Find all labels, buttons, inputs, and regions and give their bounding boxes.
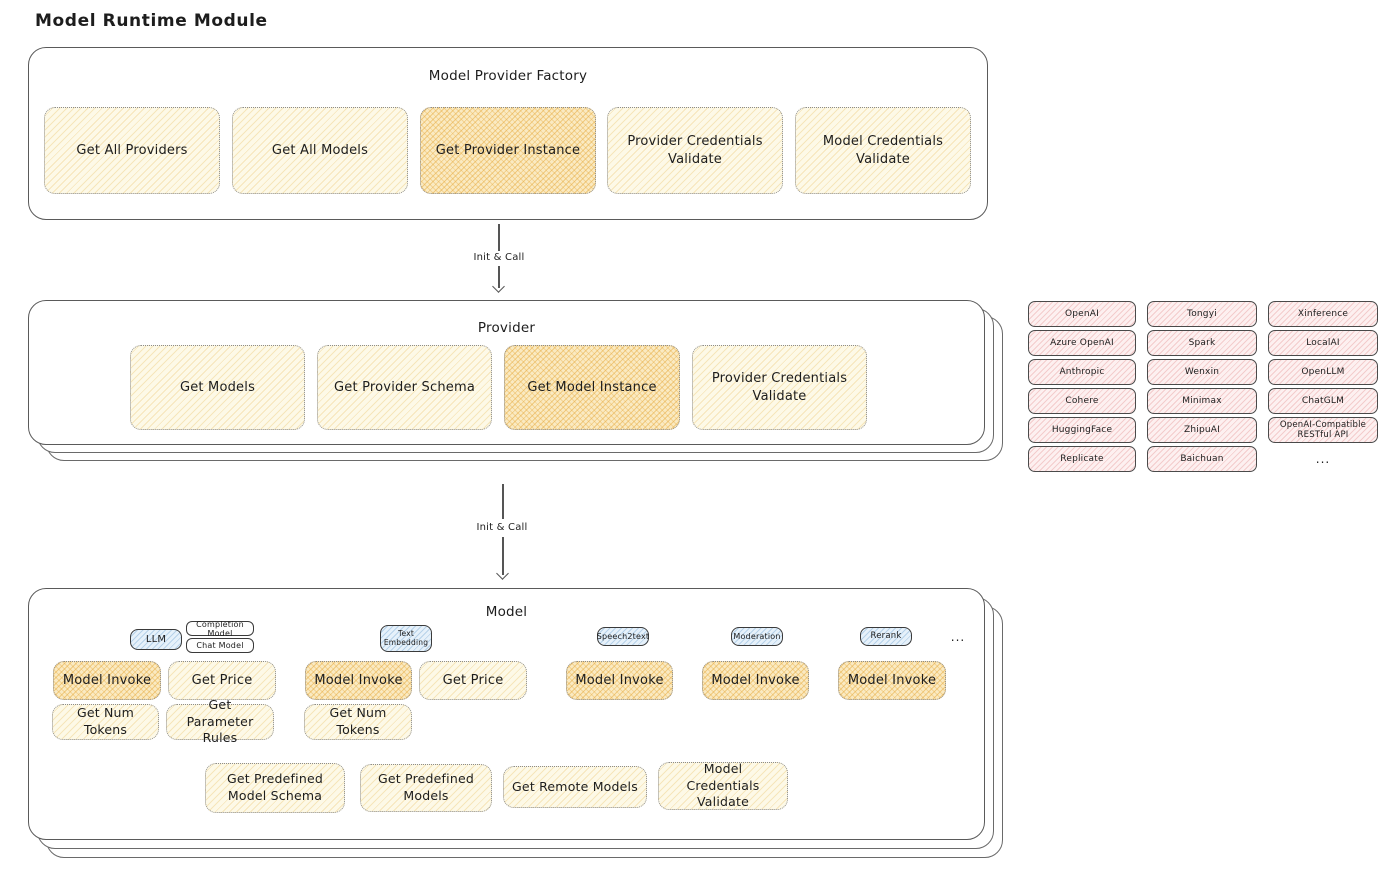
node-embedding-model-invoke: Model Invoke — [305, 661, 412, 700]
node-get-model-instance: Get Model Instance — [504, 345, 680, 430]
tab-moderation: Moderation — [731, 627, 783, 646]
node-moderation-model-invoke: Model Invoke — [702, 661, 809, 700]
node-get-provider-instance: Get Provider Instance — [420, 107, 596, 194]
provider-pill-replicate: Replicate — [1028, 446, 1136, 472]
node-get-predefined-models: Get Predefined Models — [360, 764, 492, 812]
node-get-remote-models: Get Remote Models — [503, 766, 647, 808]
arrow-provider-to-model-line-bottom — [502, 537, 504, 575]
provider-pill-spark: Spark — [1147, 330, 1257, 356]
tab-speech2text: Speech2text — [597, 627, 649, 646]
node-provider-credentials-validate: Provider Credentials Validate — [692, 345, 867, 430]
tab-text-embedding: Text Embedding — [380, 625, 432, 652]
provider-title: Provider — [477, 320, 536, 336]
provider-pill-tongyi: Tongyi — [1147, 301, 1257, 327]
provider-pill-zhipuai: ZhipuAI — [1147, 417, 1257, 443]
provider-pill-minimax: Minimax — [1147, 388, 1257, 414]
node-embedding-get-num-tokens: Get Num Tokens — [304, 704, 412, 740]
node-llm-model-invoke: Model Invoke — [53, 661, 161, 700]
provider-pill-localai: LocalAI — [1268, 330, 1378, 356]
tab-completion-model: Completion Model — [186, 620, 254, 638]
node-get-predefined-model-schema: Get Predefined Model Schema — [205, 763, 345, 813]
provider-pill-openai: OpenAI — [1028, 301, 1136, 327]
node-get-all-models: Get All Models — [232, 107, 408, 194]
provider-pill-anthropic: Anthropic — [1028, 359, 1136, 385]
arrow-factory-to-provider-line-top — [498, 224, 500, 251]
node-model-credentials-validate-factory: Model Credentials Validate — [795, 107, 971, 194]
node-get-all-providers: Get All Providers — [44, 107, 220, 194]
tab-chat-model: Chat Model — [186, 638, 254, 653]
arrow-provider-to-model-head-icon — [496, 567, 509, 580]
model-title: Model — [485, 604, 528, 620]
node-llm-get-parameter-rules: Get Parameter Rules — [166, 697, 274, 745]
provider-pill-huggingface: HuggingFace — [1028, 417, 1136, 443]
arrow-provider-to-model-label: Init & Call — [457, 521, 547, 534]
node-get-provider-schema: Get Provider Schema — [317, 345, 492, 430]
node-embedding-get-price: Get Price — [419, 661, 527, 700]
node-model-credentials-validate: Model Credentials Validate — [658, 761, 788, 810]
provider-pill-baichuan: Baichuan — [1147, 446, 1257, 472]
node-get-models: Get Models — [130, 345, 305, 430]
page-title: Model Runtime Module — [35, 11, 268, 31]
providers-more-ellipsis: ... — [1315, 452, 1331, 466]
arrow-factory-to-provider-line-bottom — [498, 266, 500, 288]
provider-pill-openai-compatible: OpenAI-Compatible RESTful API — [1268, 417, 1378, 443]
providers-grid: OpenAI Tongyi Xinference Azure OpenAI Sp… — [1028, 301, 1380, 472]
node-llm-get-price: Get Price — [168, 661, 276, 700]
node-llm-get-num-tokens: Get Num Tokens — [52, 704, 159, 740]
node-rerank-model-invoke: Model Invoke — [838, 661, 946, 700]
provider-pill-azure-openai: Azure OpenAI — [1028, 330, 1136, 356]
provider-pill-openllm: OpenLLM — [1268, 359, 1378, 385]
provider-pill-chatglm: ChatGLM — [1268, 388, 1378, 414]
tab-rerank: Rerank — [860, 627, 912, 646]
tab-llm: LLM — [130, 629, 182, 650]
node-speech2text-model-invoke: Model Invoke — [566, 661, 673, 700]
provider-pill-wenxin: Wenxin — [1147, 359, 1257, 385]
provider-pill-xinference: Xinference — [1268, 301, 1378, 327]
provider-pill-cohere: Cohere — [1028, 388, 1136, 414]
model-tabs-more-ellipsis: ... — [950, 630, 966, 644]
arrow-provider-to-model-line-top — [502, 484, 504, 519]
factory-title: Model Provider Factory — [428, 68, 588, 84]
node-provider-credentials-validate-factory: Provider Credentials Validate — [607, 107, 783, 194]
arrow-factory-to-provider-head-icon — [492, 280, 505, 293]
arrow-factory-to-provider-label: Init & Call — [454, 251, 544, 264]
